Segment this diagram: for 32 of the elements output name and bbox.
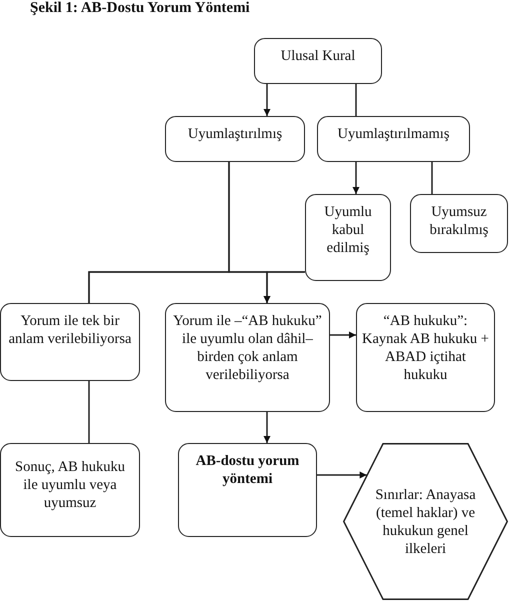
- arrow: [264, 84, 270, 116]
- node-text: “AB hukuku”: Kaynak AB hukuku + ABAD içtihat hukuku: [362, 312, 489, 384]
- process-box: [165, 116, 305, 162]
- process-box: [0, 303, 140, 381]
- node-text: Sınırlar: Anayasa (temel haklar) ve hukukun genel ilkeleri: [374, 486, 477, 558]
- figure-title: Şekil 1: AB-Dostu Yorum Yöntemi: [30, 0, 250, 17]
- node-text: Uyumlaştırılmış: [186, 125, 284, 143]
- process-box: [0, 443, 140, 537]
- process-box: [165, 303, 330, 412]
- arrow: [317, 472, 367, 478]
- node-text: AB-dostu yorum yöntemi: [194, 452, 300, 488]
- node-text: Sonuç, AB hukuku ile uyumlu veya uyumsuz: [14, 458, 126, 512]
- process-box: [254, 38, 382, 84]
- node-text: Yorum ile tek bir anlam verilebiliyorsa: [8, 312, 132, 348]
- connector-line: [88, 381, 90, 443]
- node-text: Uyumlu kabul edilmiş: [323, 203, 373, 257]
- process-box: [410, 194, 508, 253]
- connector-line: [431, 162, 433, 194]
- process-box: [178, 443, 317, 537]
- node-text: Uyumlaştırılmamış: [336, 125, 450, 143]
- node-text: Yorum ile –“AB hukuku” ile uyumlu olan dâhil– birden çok anlam verilebiliyorsa: [172, 312, 323, 384]
- arrow: [330, 332, 356, 338]
- connector-line: [355, 84, 357, 116]
- node-text: Ulusal Kural: [280, 47, 356, 65]
- process-box: [356, 303, 495, 412]
- arrow: [352, 162, 360, 194]
- arrow: [264, 271, 305, 303]
- arrow: [264, 412, 270, 443]
- node-text: Uyumsuz bırakılmış: [428, 203, 490, 239]
- process-box: [305, 194, 391, 281]
- hexagon-node: [343, 443, 508, 600]
- process-box: [317, 116, 470, 162]
